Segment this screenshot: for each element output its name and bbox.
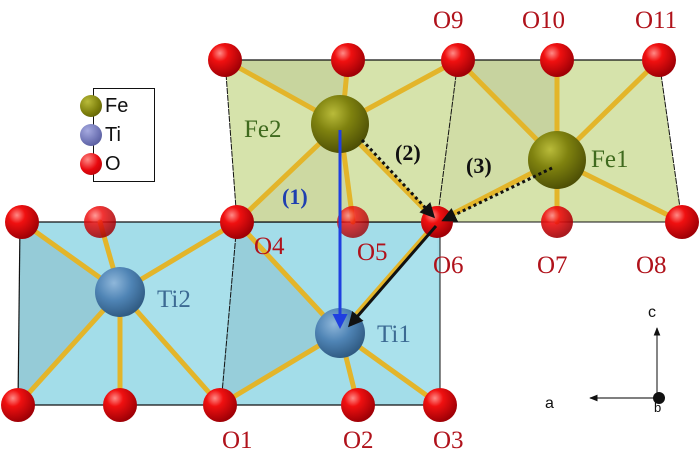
oxygen-atom-o5 bbox=[337, 206, 369, 238]
oxygen-atom-o4 bbox=[220, 205, 254, 239]
label-ti2: Ti2 bbox=[157, 286, 191, 313]
path-2-arrow bbox=[360, 138, 436, 219]
oxygen-atom bbox=[1, 388, 35, 422]
label-path-3: (3) bbox=[466, 153, 492, 178]
legend: Fe Ti O bbox=[80, 88, 155, 182]
axis-label-a: a bbox=[545, 395, 554, 412]
fe2-atom bbox=[311, 95, 369, 153]
fe-atom-icon bbox=[80, 95, 102, 117]
legend-item-o: O bbox=[80, 150, 121, 178]
oxygen-atom-o7 bbox=[541, 206, 573, 238]
label-o5: O5 bbox=[357, 239, 388, 266]
oxygen-atom-o10 bbox=[540, 43, 574, 77]
oxygen-atom bbox=[331, 43, 365, 77]
label-o2: O2 bbox=[343, 427, 374, 454]
oxygen-atoms bbox=[1, 43, 699, 422]
oxygen-atom-o11 bbox=[642, 43, 676, 77]
oxygen-atom bbox=[5, 205, 39, 239]
legend-item-fe: Fe bbox=[80, 92, 129, 120]
label-o9: O9 bbox=[433, 7, 464, 34]
legend-item-ti: Ti bbox=[80, 121, 121, 149]
label-ti1: Ti1 bbox=[377, 321, 411, 348]
oxygen-atom-o1 bbox=[203, 388, 237, 422]
exchange-paths bbox=[332, 130, 553, 329]
ti-atom-icon bbox=[80, 124, 102, 146]
fe1-atom bbox=[528, 131, 586, 189]
label-path-2: (2) bbox=[395, 140, 421, 165]
ti2-atom bbox=[95, 267, 145, 317]
oxygen-atom-o3 bbox=[423, 388, 457, 422]
oxygen-atom-icon bbox=[80, 153, 102, 175]
oxygen-atom-o6 bbox=[421, 206, 453, 238]
label-o8: O8 bbox=[636, 252, 667, 279]
legend-label-ti: Ti bbox=[105, 123, 121, 146]
label-fe2: Fe2 bbox=[244, 116, 282, 143]
label-o11: O11 bbox=[635, 7, 678, 34]
label-o1: O1 bbox=[222, 427, 253, 454]
label-fe1: Fe1 bbox=[591, 146, 629, 173]
legend-label-o: O bbox=[105, 152, 121, 175]
oxygen-atom-o8 bbox=[665, 205, 699, 239]
legend-label-fe: Fe bbox=[105, 94, 129, 117]
path-3-arrow bbox=[441, 166, 553, 222]
oxygen-atom bbox=[84, 206, 116, 238]
label-o3: O3 bbox=[433, 427, 464, 454]
label-o6: O6 bbox=[433, 252, 464, 279]
axis-indicator bbox=[589, 327, 665, 404]
o6-ti1-arrow bbox=[348, 225, 438, 328]
oxygen-atom bbox=[103, 388, 137, 422]
axis-label-c: c bbox=[648, 304, 656, 321]
label-o4: O4 bbox=[254, 233, 285, 260]
label-o7: O7 bbox=[537, 252, 568, 279]
oxygen-atom-o2 bbox=[341, 388, 375, 422]
oxygen-atom-o9 bbox=[441, 43, 475, 77]
label-o10: O10 bbox=[522, 7, 566, 34]
label-path-1: (1) bbox=[282, 184, 308, 209]
oxygen-atom bbox=[208, 43, 242, 77]
axis-label-b: b bbox=[654, 400, 662, 415]
